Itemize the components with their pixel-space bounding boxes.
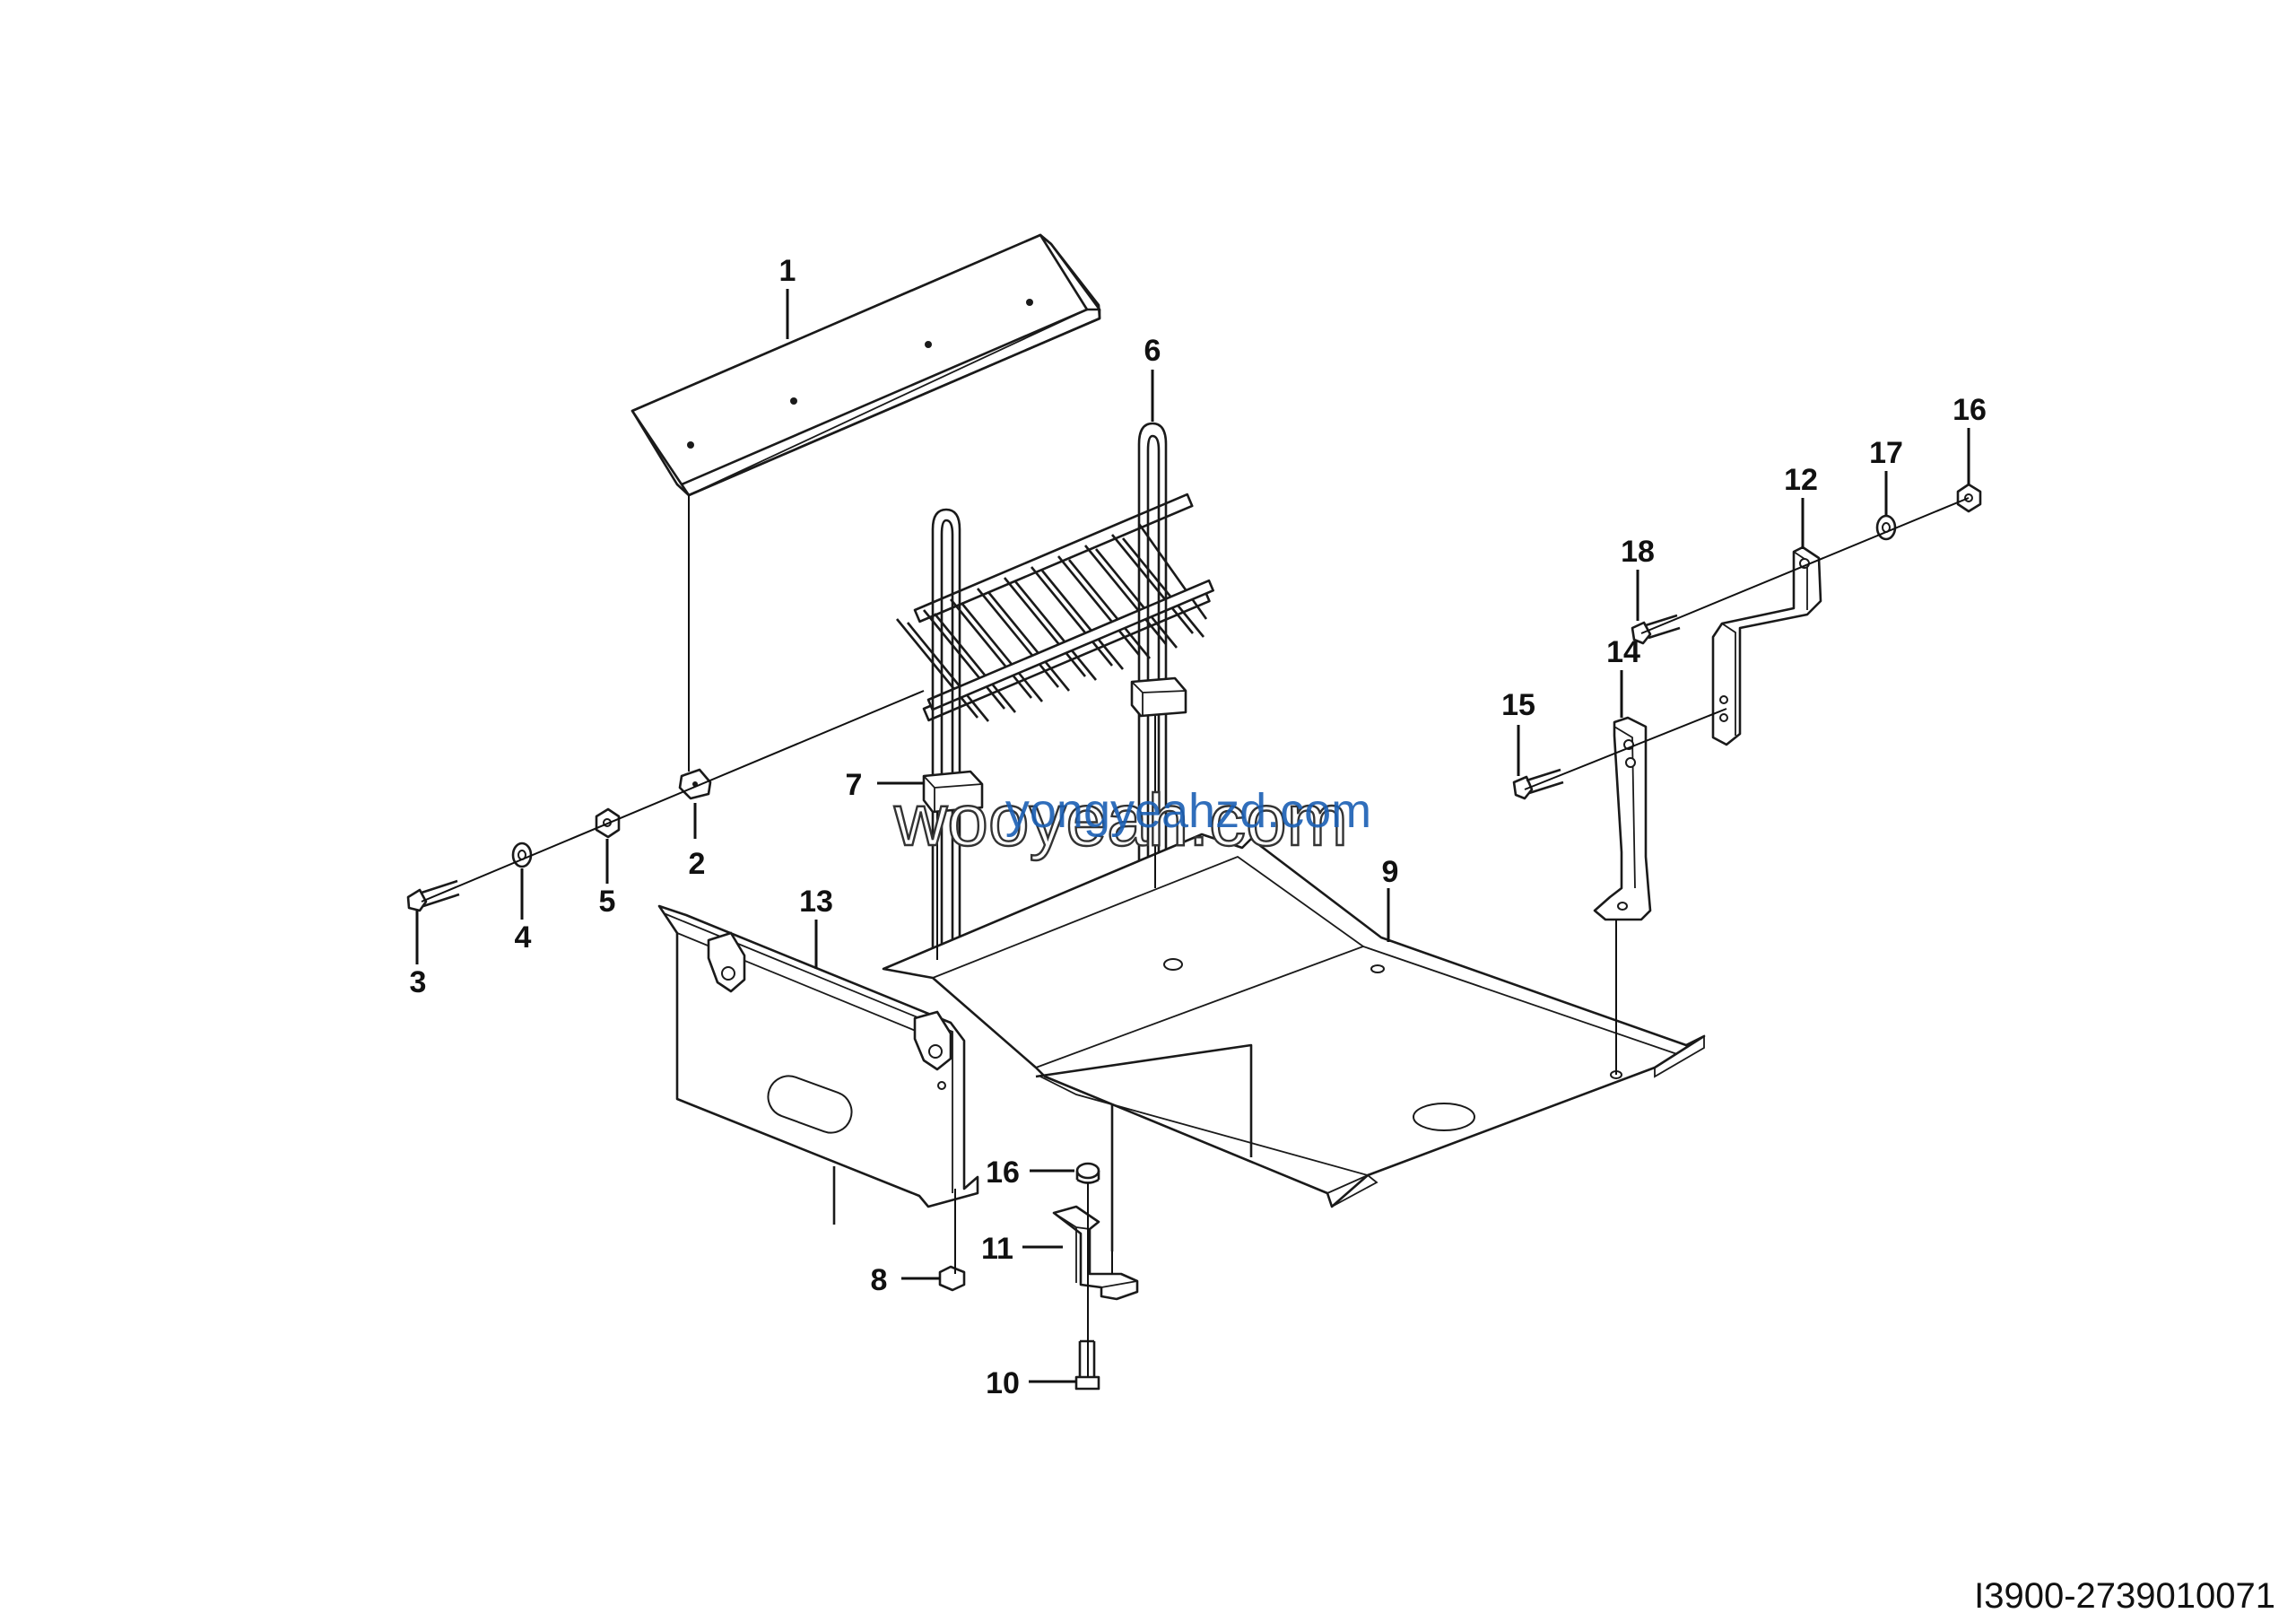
part-6-u-bolt-left xyxy=(931,508,961,960)
part-8-nut xyxy=(938,1265,966,1292)
part-11-lower-bracket xyxy=(1052,1205,1139,1301)
grate-rack-assembly xyxy=(895,493,1214,722)
part-17-washer xyxy=(1875,514,1897,541)
callout-3: 3 xyxy=(410,965,427,999)
part-13-side-panel xyxy=(657,904,979,1208)
watermark-secondary: yongyeahzd.com xyxy=(1005,784,1371,838)
part-3-bolt xyxy=(406,879,460,912)
callout-5: 5 xyxy=(599,885,616,919)
callout-9: 9 xyxy=(1382,855,1399,889)
part-12-z-bracket xyxy=(1711,545,1822,746)
tray-side-panel xyxy=(832,1043,1253,1251)
part-7-clamp-block-left xyxy=(922,770,984,814)
watermark: wooyeah.com yongyeahzd.com xyxy=(892,779,1371,862)
callout-13: 13 xyxy=(799,885,833,919)
part-2-clip-nut xyxy=(678,768,712,800)
callout-11: 11 xyxy=(981,1232,1013,1266)
part-6-u-bolt-right xyxy=(1137,422,1168,888)
part-7-clamp-block-right xyxy=(1130,676,1187,718)
callout-15: 15 xyxy=(1501,688,1535,722)
callout-16-lower: 16 xyxy=(986,1155,1020,1190)
callout-14: 14 xyxy=(1606,635,1640,669)
part-16-nut-upper xyxy=(1956,483,1982,513)
callout-12: 12 xyxy=(1784,463,1818,497)
part-15-bolt xyxy=(1512,768,1564,800)
callout-6: 6 xyxy=(1144,334,1161,368)
callout-18: 18 xyxy=(1621,535,1655,569)
callout-1: 1 xyxy=(779,254,796,288)
drawing-reference-code: I3900-2739010071 xyxy=(1974,1576,2275,1616)
callout-4: 4 xyxy=(515,920,532,955)
part-9-base-tray xyxy=(882,833,1706,1208)
assembly-axis-lines xyxy=(421,495,1970,1377)
part-4-washer xyxy=(511,842,533,868)
callout-labels: 1 2 3 4 5 6 7 8 9 10 11 12 13 14 15 16 1… xyxy=(410,254,1987,1400)
callout-10: 10 xyxy=(986,1366,1020,1400)
callout-17: 17 xyxy=(1869,436,1903,470)
callout-2: 2 xyxy=(689,847,706,881)
callout-leaders xyxy=(415,289,1970,1383)
part-14-vertical-bracket xyxy=(1593,716,1652,921)
callout-16-upper: 16 xyxy=(1952,393,1987,427)
watermark-primary: wooyeah.com xyxy=(893,780,1348,861)
part-16-nut-lower xyxy=(1075,1162,1100,1184)
part-1-cover-plate xyxy=(631,233,1101,497)
callout-8: 8 xyxy=(871,1263,888,1297)
callout-7: 7 xyxy=(846,768,863,802)
